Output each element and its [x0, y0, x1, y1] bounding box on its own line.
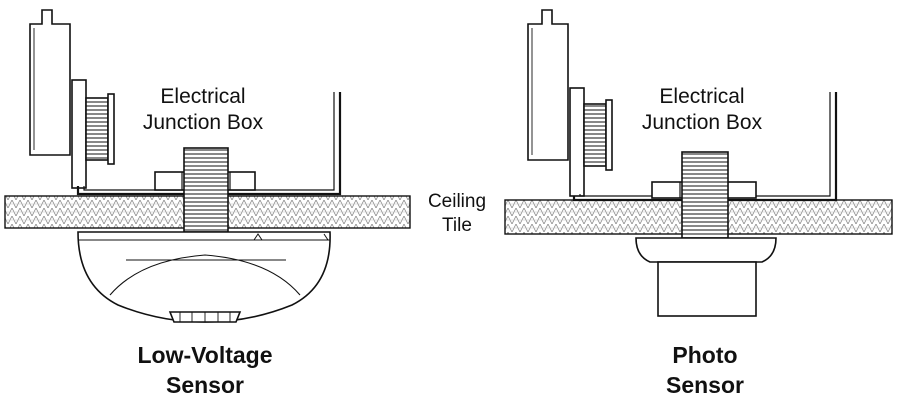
right-caption-line2: Sensor — [666, 372, 744, 398]
right-junction-box-label: Electrical Junction Box — [627, 84, 777, 136]
right-caption: Photo Sensor — [600, 340, 810, 400]
left-junction-box-label: Electrical Junction Box — [128, 84, 278, 136]
left-side-fitting — [71, 79, 87, 189]
left-caption-line1: Low-Voltage — [137, 342, 273, 368]
right-junction-box-label-line1: Electrical — [659, 85, 745, 108]
ceiling-tile-label-line2: Tile — [442, 215, 472, 236]
right-sensor-collar — [635, 237, 777, 263]
right-assembly — [504, 9, 893, 317]
left-threaded-nipple — [183, 147, 229, 233]
left-caption: Low-Voltage Sensor — [100, 340, 310, 400]
right-threaded-nipple — [681, 151, 729, 239]
right-caption-line1: Photo — [672, 342, 738, 368]
ceiling-tile-label-line1: Ceiling — [427, 191, 487, 212]
left-caption-line2: Sensor — [166, 372, 244, 398]
right-conduit-box — [527, 9, 569, 161]
left-junction-box-label-line2: Junction Box — [142, 111, 264, 134]
left-assembly — [4, 9, 411, 323]
ceiling-tile-label: Ceiling Tile — [414, 190, 500, 238]
left-junction-box-label-line1: Electrical — [160, 85, 246, 108]
right-side-fitting — [569, 87, 585, 197]
left-sensor-dome — [77, 231, 331, 323]
right-junction-box-label-line2: Junction Box — [641, 111, 763, 134]
right-sensor-body — [657, 261, 757, 317]
left-conduit-box — [29, 9, 71, 156]
